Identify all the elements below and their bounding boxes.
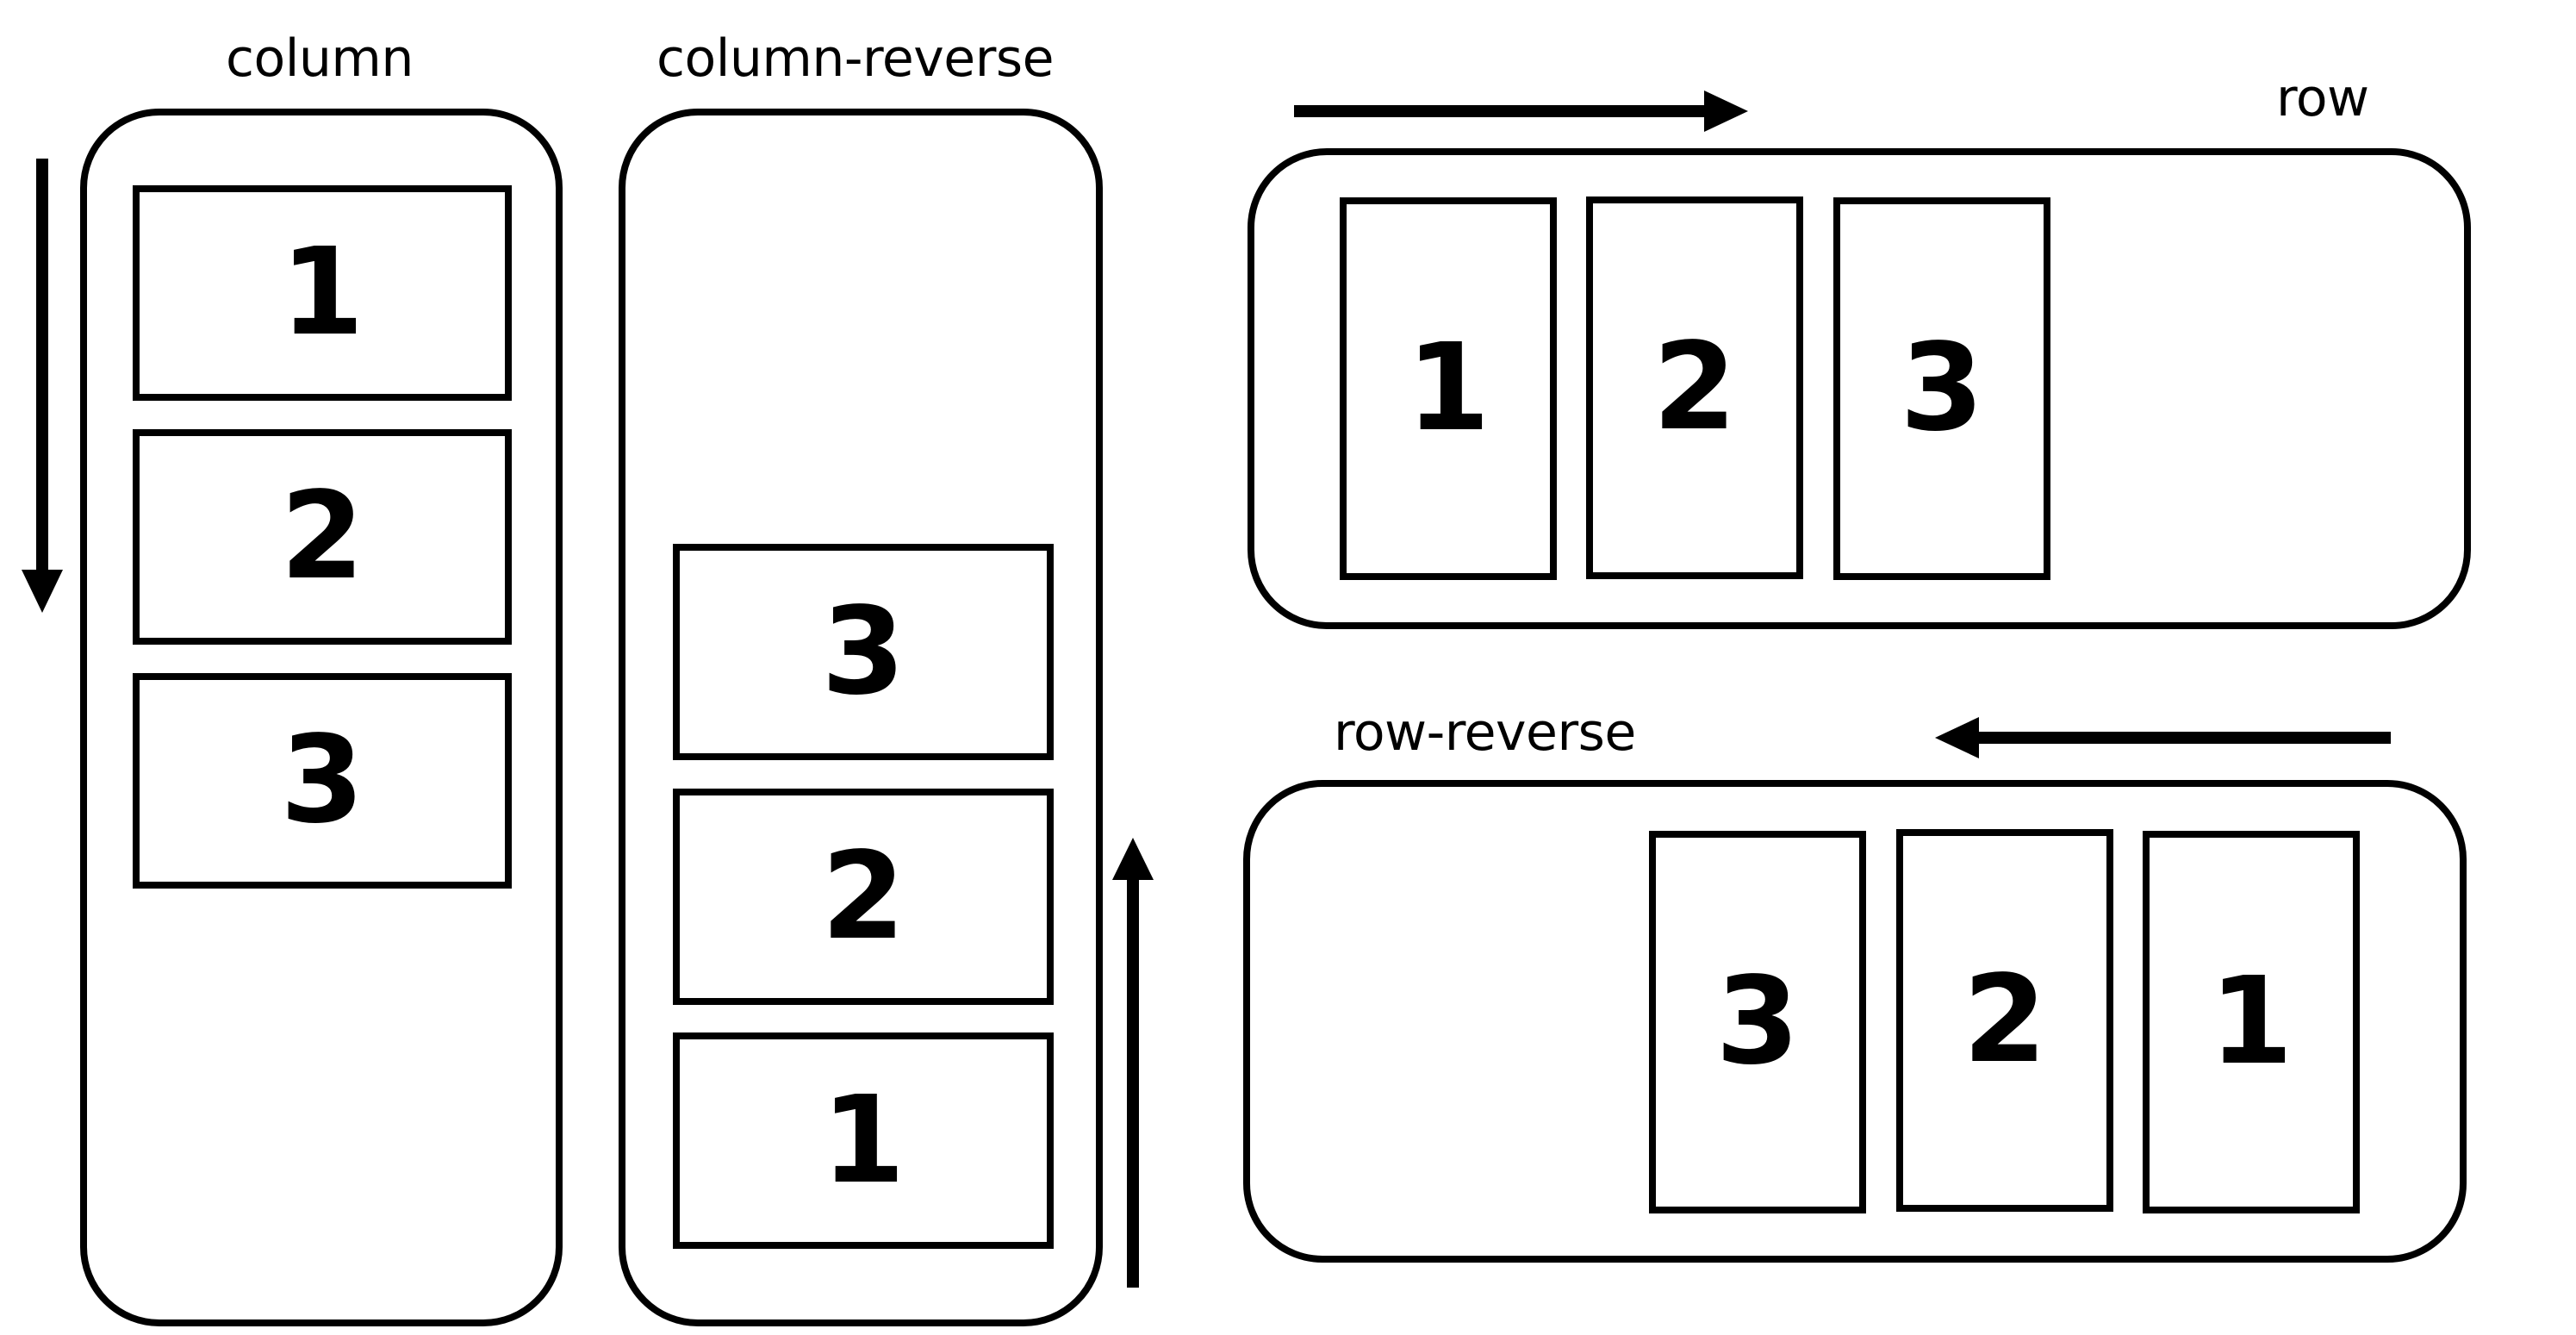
row-item-3: 3	[1833, 197, 2050, 580]
row-reverse-label: row-reverse	[1334, 702, 1636, 763]
column-item-3: 3	[133, 673, 512, 889]
row-label: row	[2276, 68, 2369, 128]
column-item-2: 2	[133, 429, 512, 645]
row-item-1: 1	[1340, 197, 1557, 580]
row-reverse-left-arrow-icon	[1935, 717, 2391, 758]
row-reverse-item-1: 1	[2143, 831, 2360, 1213]
column-label: column	[226, 28, 414, 89]
row-reverse-item-2: 2	[1896, 829, 2113, 1212]
column-down-arrow-icon	[22, 159, 63, 613]
column-reverse-item-2: 2	[673, 789, 1054, 1005]
column-reverse-label: column-reverse	[656, 28, 1055, 89]
row-right-arrow-icon	[1294, 90, 1748, 132]
column-reverse-item-1: 1	[673, 1032, 1054, 1249]
column-item-1: 1	[133, 185, 512, 401]
row-item-2: 2	[1586, 197, 1803, 579]
row-reverse-item-3: 3	[1649, 831, 1866, 1213]
column-reverse-up-arrow-icon	[1112, 838, 1154, 1288]
column-reverse-item-3: 3	[673, 544, 1054, 760]
